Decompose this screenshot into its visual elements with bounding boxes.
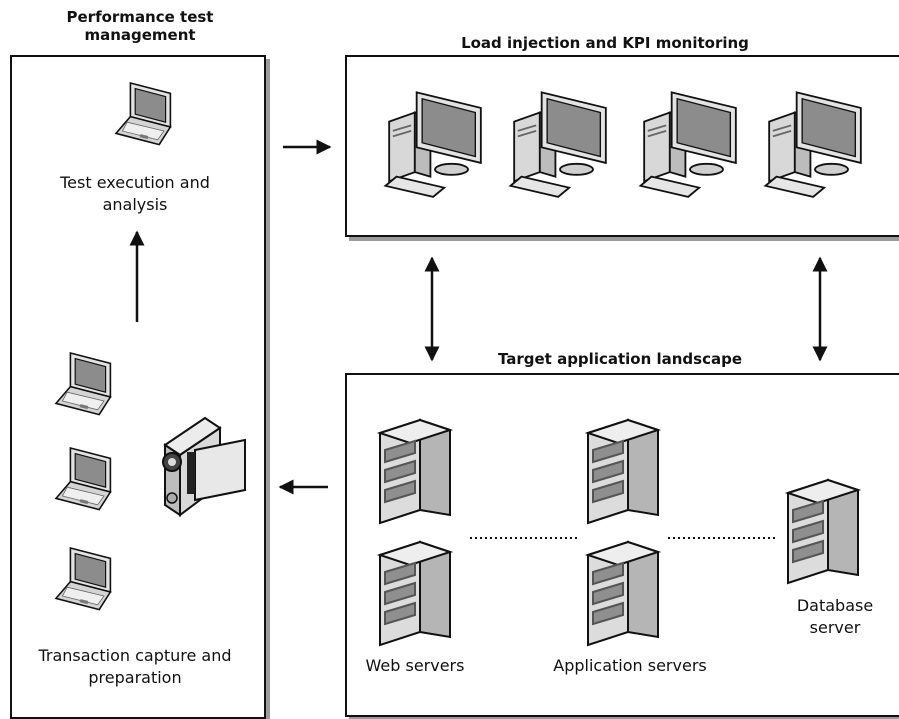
server-tower-icon bbox=[375, 415, 455, 525]
application-servers-label: Application servers bbox=[553, 656, 707, 675]
server-tower-icon bbox=[783, 475, 863, 585]
laptop-icon bbox=[48, 340, 128, 430]
transaction-capture-label: Transaction capture and preparation bbox=[38, 646, 232, 687]
desktop-computer-icon bbox=[760, 80, 870, 200]
laptop-icon bbox=[48, 535, 128, 625]
desktop-computer-icon bbox=[380, 80, 490, 200]
load-panel-title: Load injection and KPI monitoring bbox=[461, 34, 749, 52]
management-panel bbox=[10, 55, 266, 719]
target-panel-title: Target application landscape bbox=[497, 350, 743, 368]
management-panel-title: Performance test management bbox=[66, 8, 214, 44]
video-camera-icon bbox=[150, 410, 260, 520]
server-tower-icon bbox=[583, 415, 663, 525]
web-servers-label: Web servers bbox=[365, 656, 465, 675]
desktop-computer-icon bbox=[505, 80, 615, 200]
connector-layer bbox=[129, 139, 828, 539]
laptop-icon bbox=[48, 435, 128, 525]
laptop-icon bbox=[108, 70, 188, 160]
database-server-label: Database server bbox=[796, 596, 874, 637]
test-execution-label: Test execution and analysis bbox=[60, 173, 210, 214]
desktop-computer-icon bbox=[635, 80, 745, 200]
server-tower-icon bbox=[375, 537, 455, 647]
server-tower-icon bbox=[583, 537, 663, 647]
